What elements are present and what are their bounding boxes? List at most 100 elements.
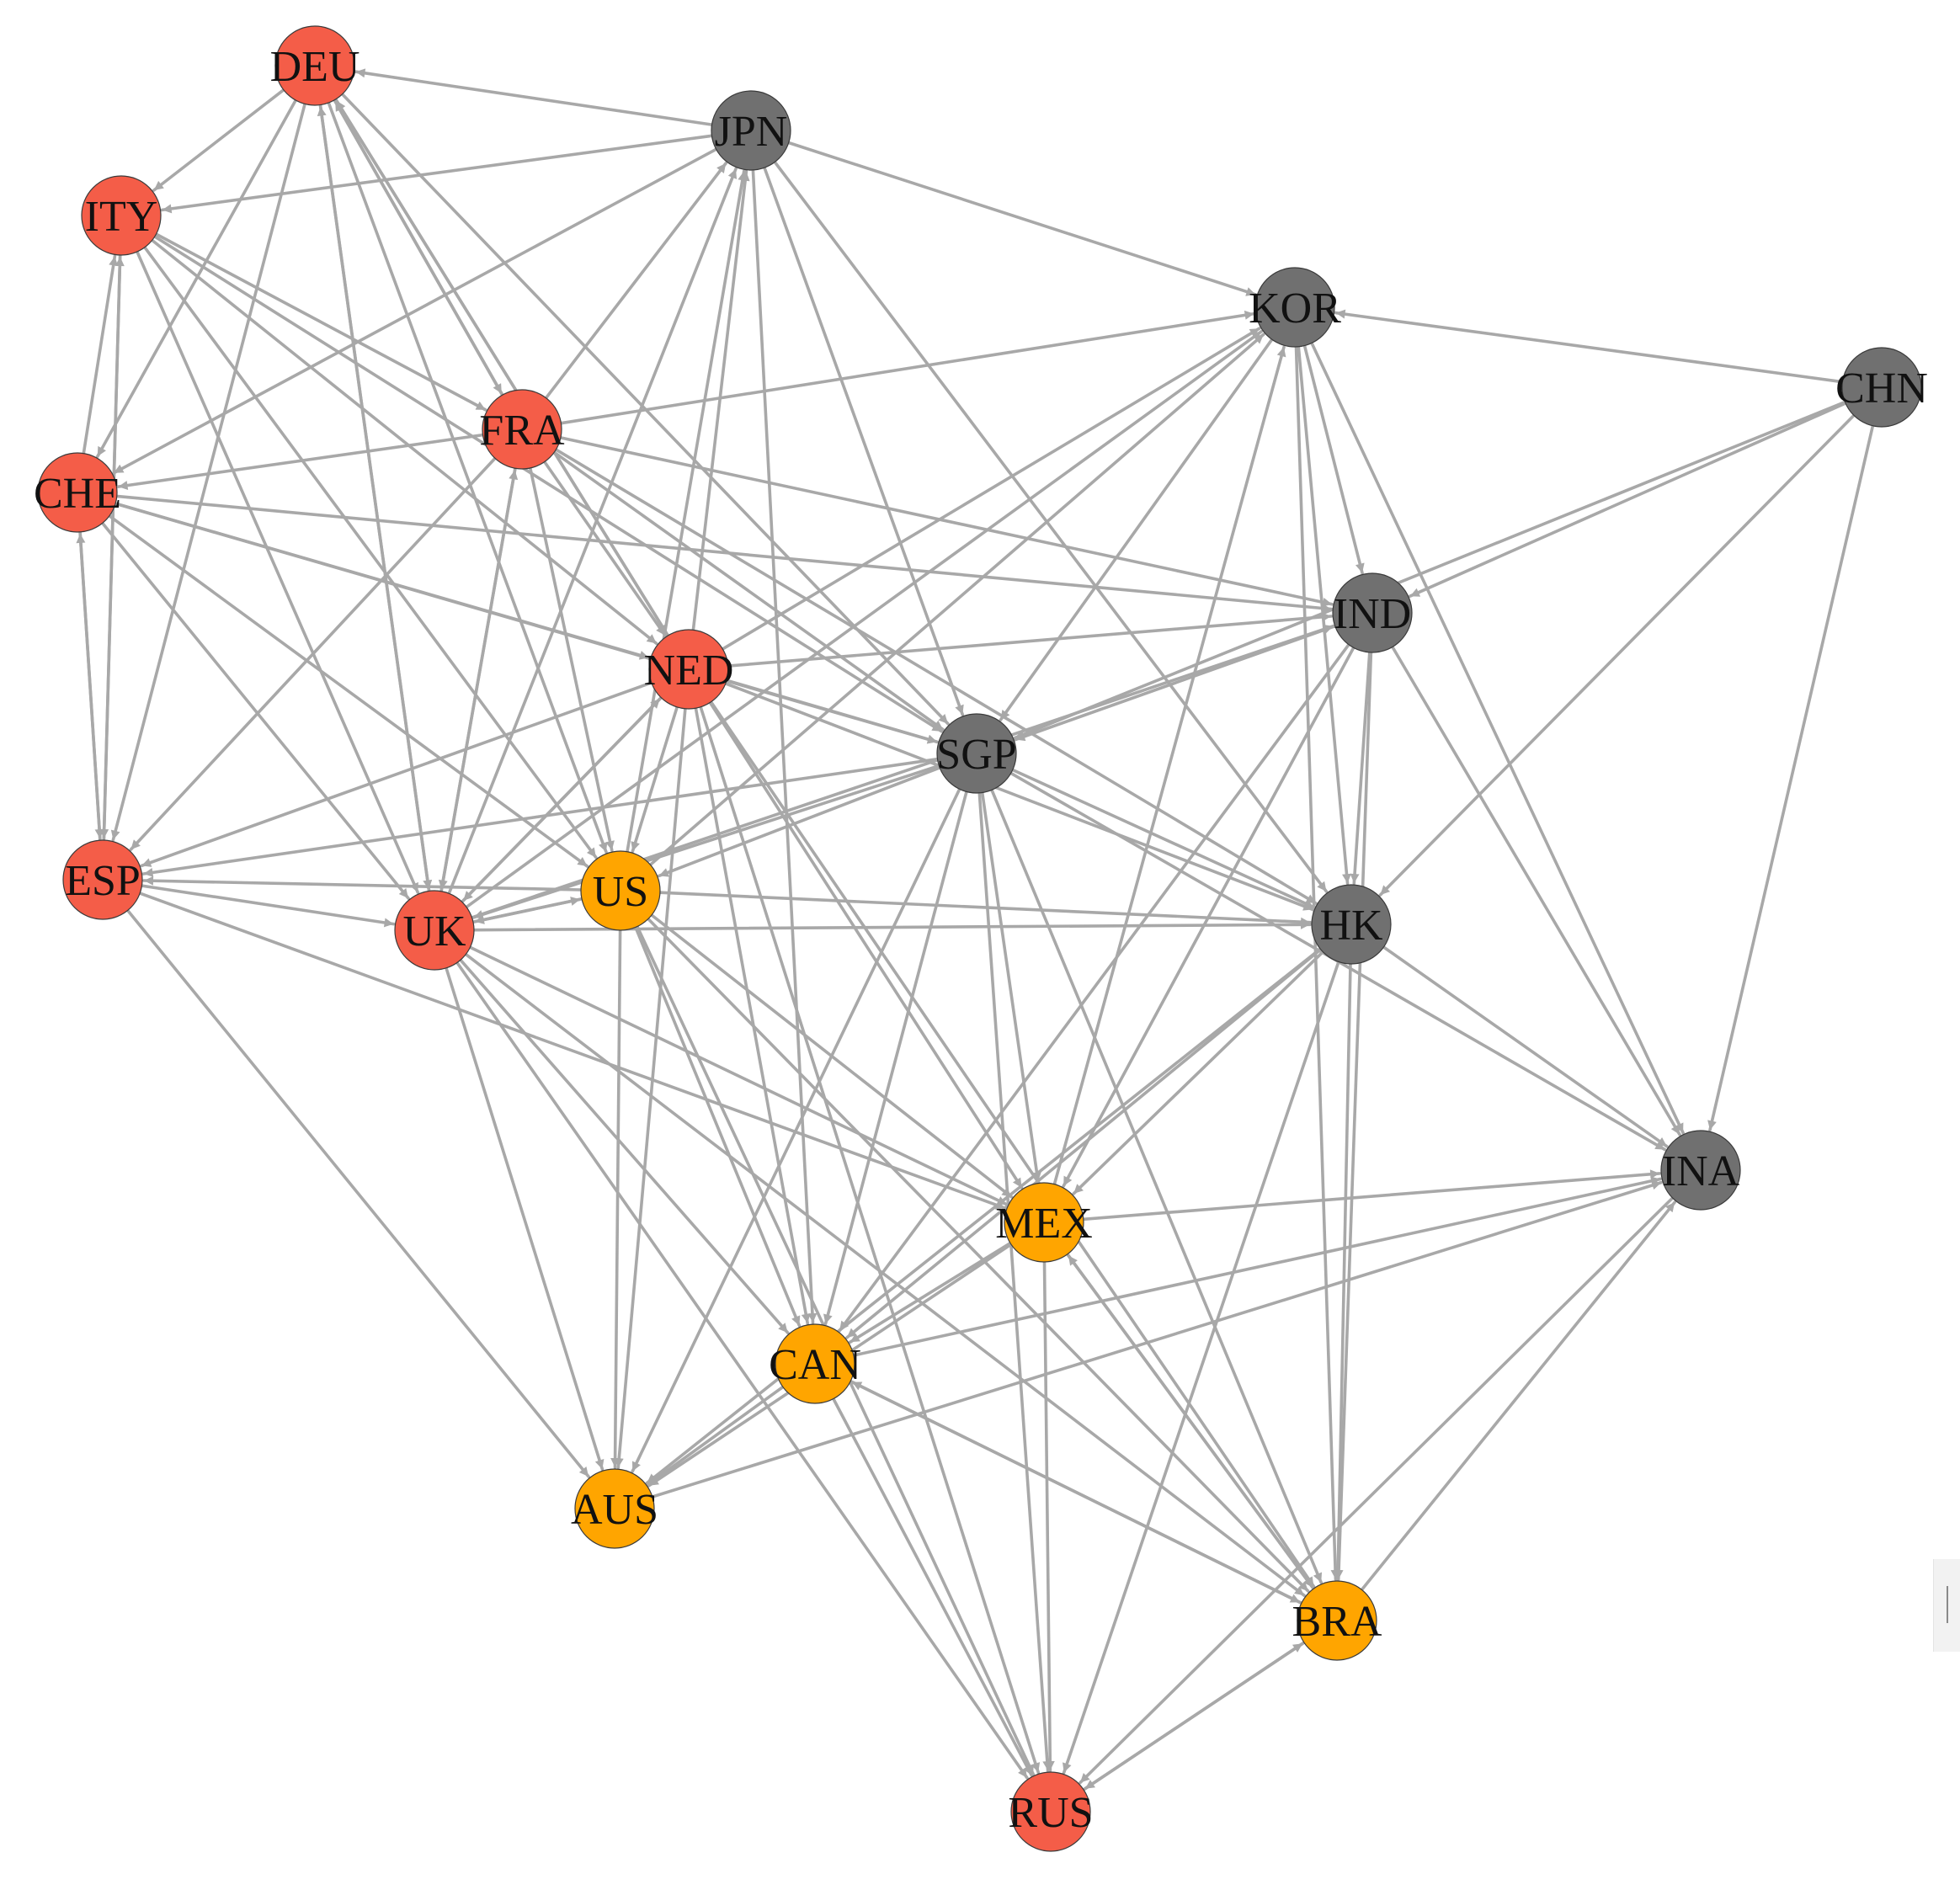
edge-ned-to-aus — [614, 706, 687, 1469]
edge-layer — [76, 68, 1875, 1791]
edge-che-to-uk — [100, 521, 410, 900]
node-circle-uk — [394, 890, 475, 971]
edge-ned-to-sgp — [725, 679, 939, 744]
node-rus: RUS — [1008, 1771, 1094, 1852]
edge-sgp-to-hk — [1011, 768, 1316, 909]
node-circle-deu — [274, 25, 355, 106]
edge-sgp-to-rus — [977, 791, 1052, 1772]
edge-hk-to-ina — [1382, 945, 1669, 1148]
edge-mex-to-rus — [1042, 1260, 1055, 1772]
node-label-aus: AUS — [571, 1486, 658, 1534]
node-circle-che — [37, 452, 118, 533]
node-circle-ina — [1660, 1130, 1741, 1211]
node-circle-us — [580, 850, 661, 931]
edge-jpn-to-deu — [354, 68, 714, 126]
edge-jpn-to-can — [751, 168, 818, 1324]
node-label-ina: INA — [1662, 1147, 1740, 1195]
edge-uk-to-aus — [445, 966, 605, 1471]
node-label-rus: RUS — [1008, 1789, 1093, 1837]
edge-deu-to-esp — [110, 102, 306, 842]
edge-ity-to-uk — [136, 250, 420, 894]
edge-ned-to-can — [694, 706, 811, 1325]
edge-fra-to-che — [116, 433, 485, 490]
edge-che-to-ind — [115, 494, 1333, 613]
edge-kor-to-ind — [1302, 343, 1365, 575]
node-che: CHE — [34, 452, 121, 533]
edge-uk-to-kor — [465, 329, 1264, 909]
edge-ned-to-ind — [726, 612, 1333, 668]
edge-hk-to-aus — [645, 947, 1322, 1485]
edge-ind-to-hk — [1350, 651, 1371, 885]
node-label-can: CAN — [769, 1341, 861, 1389]
edge-fra-to-jpn — [544, 162, 728, 400]
edge-hk-to-mex — [1072, 950, 1325, 1195]
node-label-sgp: SGP — [936, 731, 1016, 779]
edge-uk-to-jpn — [447, 167, 738, 896]
scrollbar-grip[interactable] — [1947, 1586, 1948, 1623]
edge-us-to-kor — [648, 333, 1265, 866]
edge-us-to-uk — [473, 897, 583, 924]
edge-che-to-us — [108, 514, 589, 868]
edge-uk-to-rus — [455, 961, 1029, 1780]
edge-us-to-can — [634, 925, 802, 1328]
edge-us-to-bra — [647, 917, 1310, 1593]
edge-ned-to-hk — [724, 682, 1315, 912]
edge-mex-to-kor — [1052, 345, 1286, 1186]
node-label-ity: ITY — [85, 193, 158, 241]
edge-ned-to-rus — [699, 705, 1041, 1775]
node-kor: KOR — [1249, 267, 1341, 348]
edge-jpn-to-kor — [786, 141, 1258, 296]
edge-ind-to-can — [838, 642, 1350, 1333]
edge-ned-to-bra — [709, 700, 1316, 1589]
edge-hk-to-can — [845, 948, 1323, 1339]
node-label-deu: DEU — [270, 43, 360, 91]
edge-fra-to-esp — [129, 456, 497, 851]
edge-sgp-to-bra — [990, 788, 1323, 1584]
edge-sgp-to-us — [657, 766, 941, 878]
node-circle-esp — [62, 839, 143, 920]
node-circle-bra — [1297, 1580, 1377, 1661]
edge-esp-to-ity — [102, 255, 125, 842]
scrollbar-stub[interactable] — [1933, 1559, 1960, 1652]
node-circle-jpn — [711, 90, 791, 171]
node-label-hk: HK — [1319, 902, 1383, 950]
node-circle-ned — [648, 629, 729, 710]
edge-chn-to-ina — [1707, 423, 1875, 1132]
node-esp: ESP — [62, 839, 143, 920]
node-hk: HK — [1311, 884, 1392, 965]
edge-esp-to-aus — [125, 908, 590, 1478]
edge-can-to-aus — [646, 1385, 785, 1487]
edge-us-to-esp — [142, 876, 583, 892]
node-layer: DEUITYCHEFRANEDESPUKRUSUSMEXCANAUSBRAJPN… — [34, 25, 1928, 1852]
edge-jpn-to-hk — [773, 160, 1329, 893]
node-uk: UK — [394, 890, 475, 971]
edge-kor-to-ina — [1310, 341, 1685, 1135]
edge-can-to-rus — [832, 1397, 1033, 1777]
node-chn: CHN — [1835, 347, 1928, 428]
node-circle-ity — [81, 175, 162, 256]
node-circle-can — [775, 1323, 855, 1404]
edge-uk-to-fra — [439, 468, 519, 893]
edge-bra-to-rus — [1084, 1641, 1306, 1791]
edge-ity-to-us — [143, 245, 598, 860]
node-label-esp: ESP — [65, 857, 141, 905]
node-circle-fra — [482, 389, 562, 470]
node-label-fra: FRA — [479, 407, 565, 455]
edge-ina-to-rus — [1079, 1196, 1675, 1785]
edge-deu-to-us — [327, 101, 608, 854]
edge-ned-to-esp — [140, 681, 653, 868]
edge-us-to-hk — [658, 891, 1312, 927]
edge-chn-to-hk — [1378, 413, 1856, 897]
edge-ind-to-bra — [1334, 651, 1373, 1581]
edge-uk-to-ned — [460, 697, 662, 904]
node-mex: MEX — [995, 1182, 1093, 1263]
node-circle-kor — [1254, 267, 1335, 348]
edge-us-to-jpn — [626, 169, 748, 854]
edge-uk-to-mex — [468, 945, 1009, 1206]
edge-kor-to-bra — [1294, 345, 1340, 1581]
edge-ned-to-us — [631, 705, 679, 854]
node-label-chn: CHN — [1835, 365, 1928, 413]
edge-sgp-to-esp — [141, 757, 940, 877]
node-label-bra: BRA — [1292, 1598, 1382, 1646]
edge-aus-to-ina — [651, 1180, 1663, 1498]
